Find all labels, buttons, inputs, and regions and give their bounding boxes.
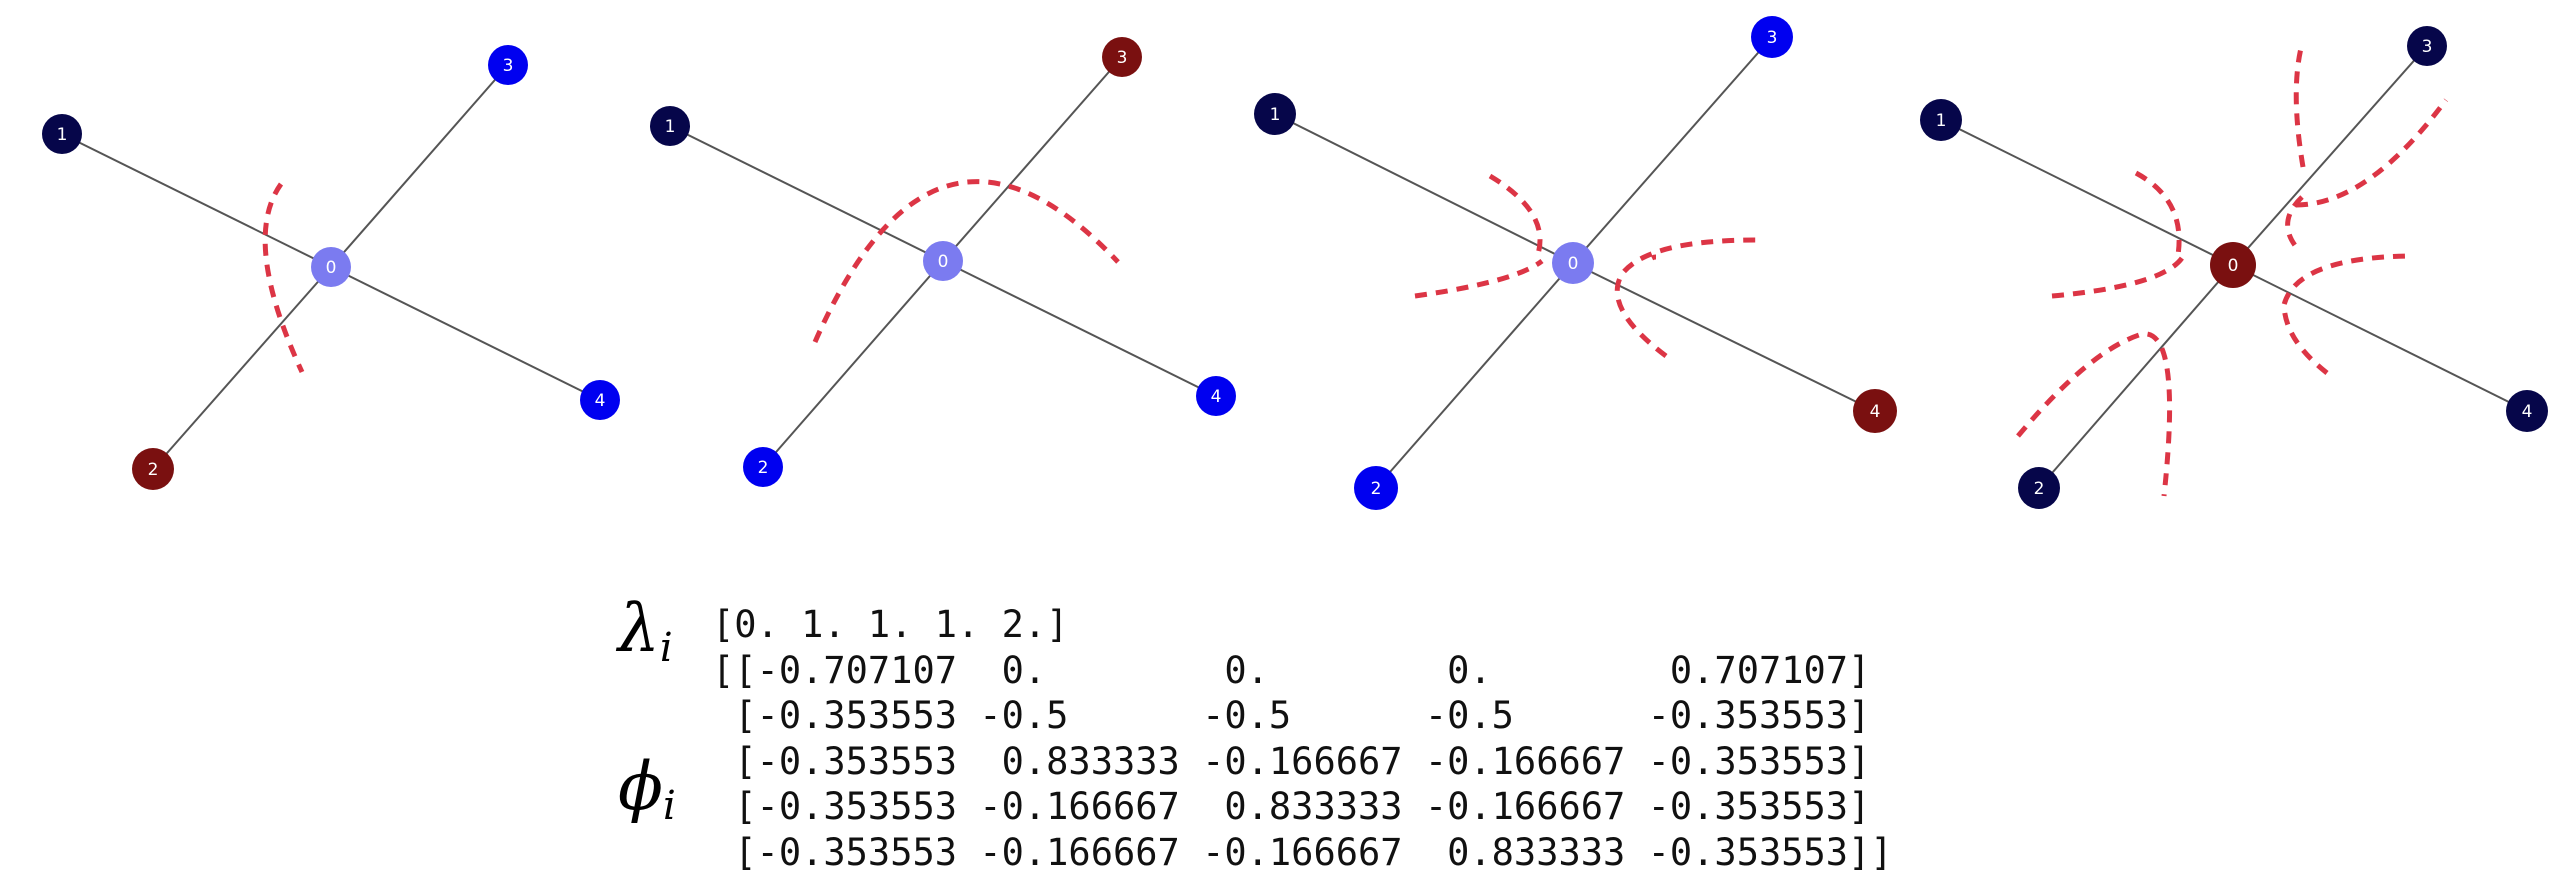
cut-line-0 (1488, 173, 1543, 255)
edge-0-3 (330, 64, 509, 268)
node-label-0: 0 (938, 252, 949, 272)
eigen-output: [0. 1. 1. 1. 2.][[-0.707107 0. 0. 0. 0.7… (712, 602, 1893, 875)
phi-symbol: ϕi (618, 754, 676, 829)
node-3 (2407, 26, 2447, 66)
edge-0-2 (152, 266, 332, 470)
cut-line-3 (2016, 331, 2173, 497)
node-label-3: 3 (1767, 28, 1778, 48)
node-label-4: 4 (1211, 387, 1222, 407)
edge-0-2 (2038, 264, 2234, 489)
edge-0-4 (1572, 262, 1876, 412)
node-label-3: 3 (2422, 37, 2433, 57)
node-3 (488, 45, 528, 85)
node-2 (132, 448, 174, 490)
edge-0-4 (942, 260, 1217, 397)
edge-0-1 (1274, 113, 1574, 264)
node-label-4: 4 (595, 391, 606, 411)
graph-panel-3: 0 1 2 3 4 (1920, 26, 2548, 509)
node-label-1: 1 (665, 117, 676, 137)
node-3 (1102, 37, 1142, 77)
cut-line-3 (1650, 254, 1657, 261)
node-label-2: 2 (148, 460, 159, 480)
eigenvector-row-1: [-0.353553 -0.5 -0.5 -0.5 -0.353553] (712, 694, 1871, 737)
node-label-3: 3 (503, 56, 514, 76)
edge-0-1 (61, 133, 332, 268)
node-2 (1354, 466, 1398, 510)
cut-line-0 (2134, 170, 2182, 256)
node-0 (923, 241, 963, 281)
node-label-1: 1 (57, 125, 68, 145)
node-label-4: 4 (2522, 402, 2533, 422)
node-0 (1552, 242, 1594, 284)
node-1 (1254, 93, 1296, 135)
edge-0-3 (2232, 45, 2428, 266)
eigenvector-row-3: [-0.353553 -0.166667 0.833333 -0.166667 … (712, 785, 1871, 828)
cut-line-0 (262, 182, 305, 374)
phi-symbol-base: ϕ (618, 748, 663, 825)
graph-panels: 0 1 2 3 4 0 1 2 3 4 0 1 2 3 4 0 1 2 3 4 (42, 16, 2548, 510)
node-2 (743, 447, 783, 487)
node-4 (1853, 389, 1897, 433)
eigenvector-row-2: [-0.353553 0.833333 -0.166667 -0.166667 … (712, 739, 1871, 783)
node-1 (650, 106, 690, 146)
node-4 (2506, 390, 2548, 432)
node-label-4: 4 (1870, 402, 1881, 422)
node-label-0: 0 (2228, 256, 2239, 276)
cut-line-0 (812, 179, 1120, 344)
edge-0-4 (330, 266, 601, 401)
cut-line-6 (2281, 253, 2409, 375)
edge-0-4 (2232, 264, 2528, 412)
graph-panel-0: 0 1 2 3 4 (42, 45, 620, 490)
node-0 (311, 247, 351, 287)
phi-symbol-subscript: i (663, 783, 676, 829)
cut-line-1 (1414, 258, 1544, 299)
edge-0-2 (1375, 262, 1574, 489)
edge-0-2 (762, 260, 944, 468)
edge-0-3 (1572, 36, 1773, 264)
node-4 (580, 380, 620, 420)
edge-0-1 (1940, 119, 2234, 266)
node-0 (2210, 242, 2256, 288)
cut-line-2 (1614, 237, 1757, 358)
node-label-2: 2 (1371, 479, 1382, 499)
lambda-symbol-base: λ (618, 590, 660, 667)
edge-0-1 (669, 125, 944, 262)
node-1 (1920, 99, 1962, 141)
node-3 (1751, 16, 1793, 58)
node-2 (2018, 467, 2060, 509)
cut-line-1 (2051, 256, 2185, 299)
eigenvector-row-0: [[-0.707107 0. 0. 0. 0.707107] (712, 648, 1871, 692)
node-label-0: 0 (326, 258, 337, 278)
node-label-1: 1 (1270, 105, 1281, 125)
node-4 (1196, 376, 1236, 416)
graph-panel-1: 0 1 2 3 4 (650, 37, 1236, 487)
node-1 (42, 114, 82, 154)
node-label-1: 1 (1936, 111, 1947, 131)
edge-0-3 (942, 56, 1123, 262)
node-label-0: 0 (1568, 254, 1579, 274)
cut-line-5 (2295, 98, 2449, 208)
graph-panel-2: 0 1 2 3 4 (1254, 16, 1897, 510)
cut-line-4 (2293, 43, 2306, 168)
node-label-2: 2 (2034, 479, 2045, 499)
cut-line-2 (2285, 195, 2304, 250)
lambda-symbol-subscript: i (659, 625, 673, 671)
node-label-2: 2 (758, 458, 769, 478)
node-label-3: 3 (1117, 48, 1128, 68)
eigenvector-row-4: [-0.353553 -0.166667 -0.166667 0.833333 … (712, 830, 1893, 874)
lambda-symbol: λi (618, 596, 673, 671)
eigenvalues-line: [0. 1. 1. 1. 2.] (712, 603, 1069, 646)
